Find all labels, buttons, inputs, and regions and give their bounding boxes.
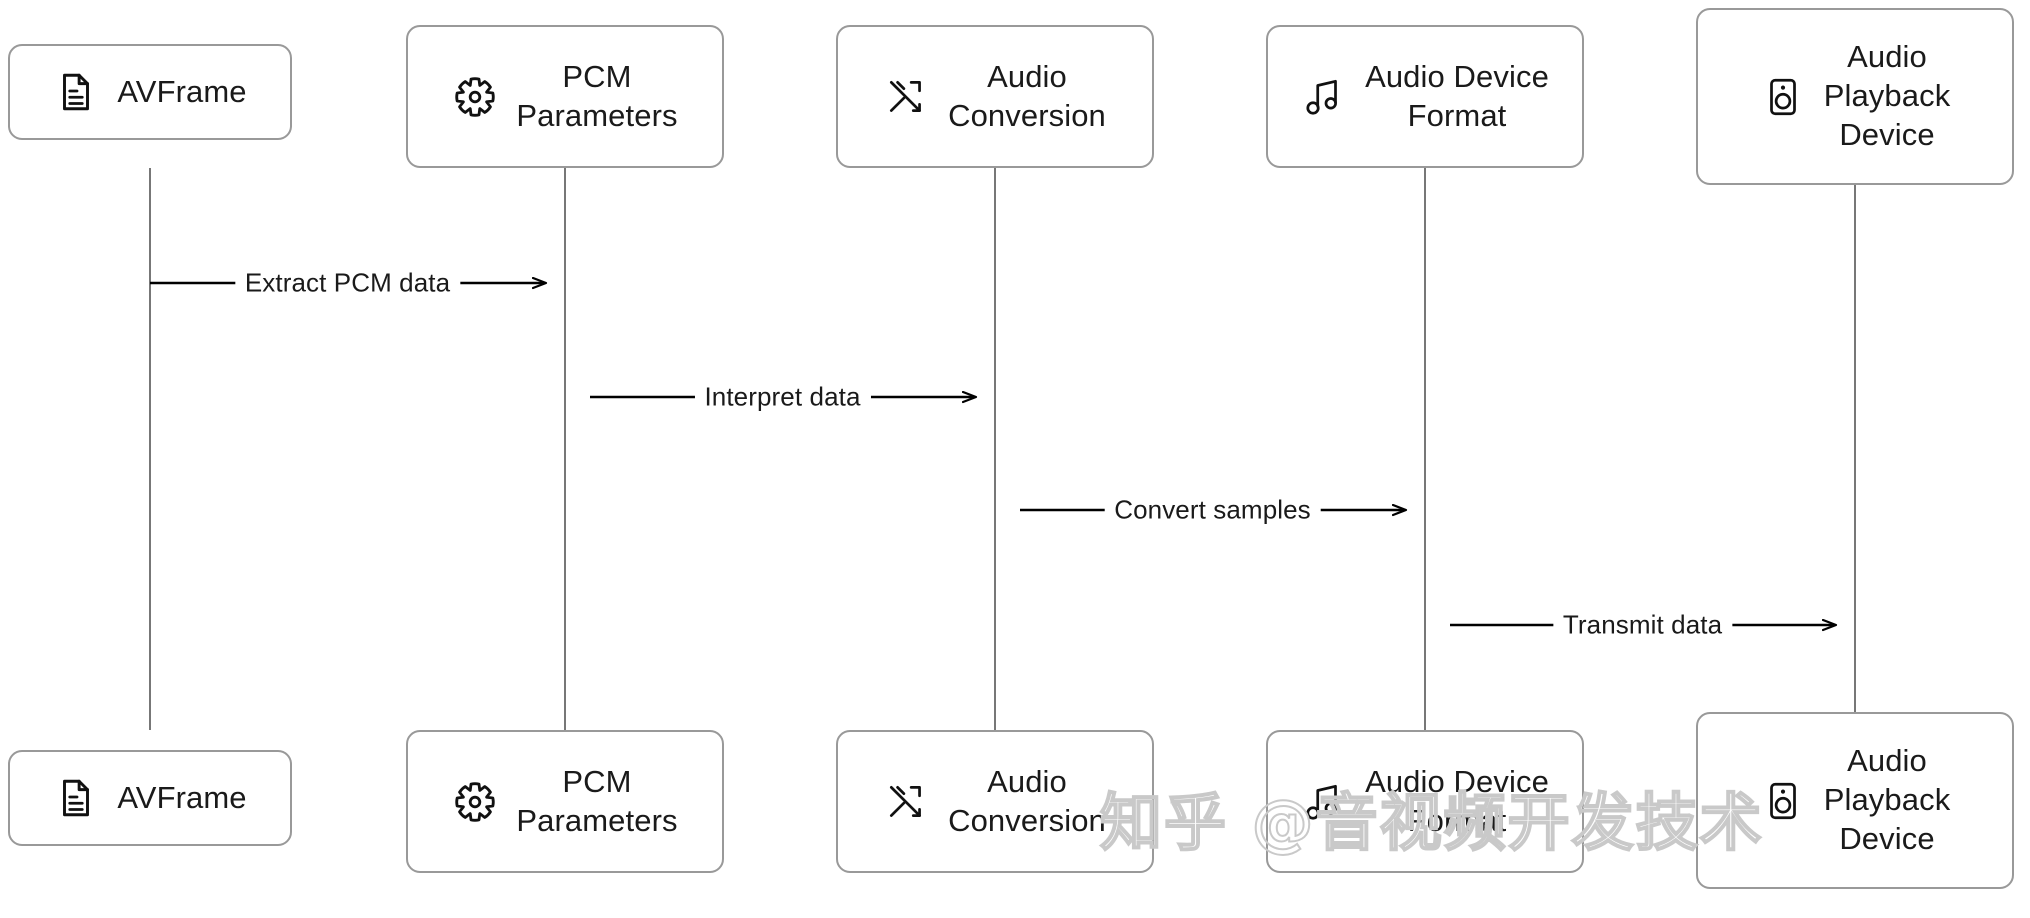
participant-label: Audio Device Format bbox=[1365, 58, 1549, 133]
participant-label: AVFrame bbox=[117, 779, 247, 815]
message-label-m1: Extract PCM data bbox=[234, 267, 461, 299]
participant-label: Audio Playback Device bbox=[1823, 39, 1951, 152]
shuffle-icon bbox=[890, 785, 921, 817]
participant-box-avframe-top[interactable]: AVFrame bbox=[8, 44, 292, 140]
message-label-m2: Interpret data bbox=[694, 381, 871, 413]
participant-label: Audio Playback Device bbox=[1823, 743, 1951, 856]
participant-box-audio-device-format-bottom[interactable]: Audio Device Format bbox=[1266, 730, 1584, 873]
message-label-m4: Transmit data bbox=[1552, 609, 1733, 641]
participant-label: Audio Conversion bbox=[948, 763, 1106, 838]
participant-box-audio-playback-device-top[interactable]: Audio Playback Device bbox=[1696, 8, 2014, 185]
participant-label: PCM Parameters bbox=[516, 763, 678, 838]
participant-label: PCM Parameters bbox=[516, 58, 678, 133]
document-icon bbox=[63, 73, 90, 111]
participant-label: Audio Conversion bbox=[948, 58, 1106, 133]
message-arrows-group bbox=[150, 283, 1835, 625]
speaker-icon bbox=[1769, 78, 1796, 115]
message-label-m3: Convert samples bbox=[1104, 494, 1321, 526]
participant-label: AVFrame bbox=[117, 73, 247, 109]
gear-icon bbox=[455, 781, 496, 822]
participant-box-pcm-parameters-bottom[interactable]: PCM Parameters bbox=[406, 730, 724, 873]
participant-box-pcm-parameters-top[interactable]: PCM Parameters bbox=[406, 25, 724, 168]
participant-box-avframe-bottom[interactable]: AVFrame bbox=[8, 750, 292, 846]
participant-box-audio-device-format-top[interactable]: Audio Device Format bbox=[1266, 25, 1584, 168]
shuffle-icon bbox=[890, 80, 921, 112]
speaker-icon bbox=[1769, 782, 1796, 819]
lifelines-group bbox=[149, 168, 1856, 730]
gear-icon bbox=[455, 76, 496, 117]
participant-label: Audio Device Format bbox=[1365, 763, 1549, 838]
music-note-icon bbox=[1306, 79, 1338, 115]
music-note-icon bbox=[1306, 784, 1338, 820]
document-icon bbox=[63, 779, 90, 817]
participant-box-audio-conversion-bottom[interactable]: Audio Conversion bbox=[836, 730, 1154, 873]
participant-box-audio-conversion-top[interactable]: Audio Conversion bbox=[836, 25, 1154, 168]
participant-box-audio-playback-device-bottom[interactable]: Audio Playback Device bbox=[1696, 712, 2014, 889]
